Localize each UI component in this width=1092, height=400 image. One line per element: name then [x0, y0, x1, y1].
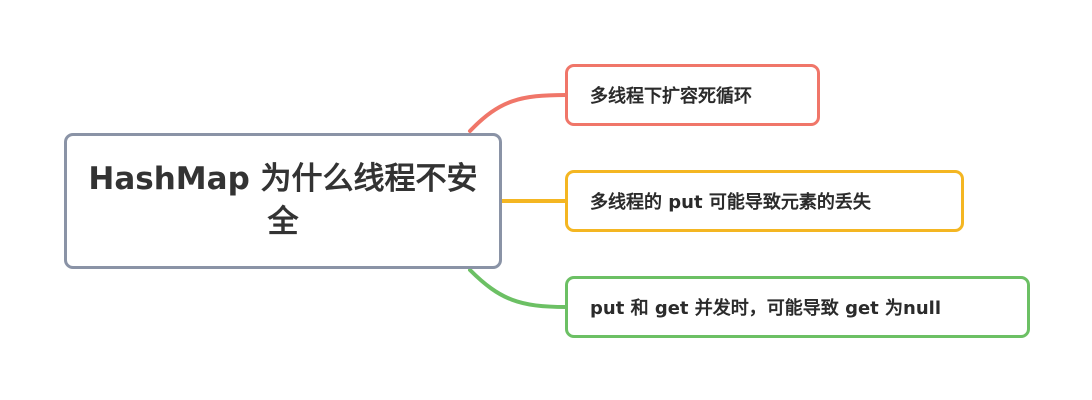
connector-branch-3 — [468, 268, 568, 309]
root-topic[interactable]: HashMap 为什么线程不安全 — [64, 133, 502, 269]
branch-topic-resize-deadloop[interactable]: 多线程下扩容死循环 — [565, 64, 820, 126]
connector-branch-1 — [468, 93, 568, 133]
root-topic-label: HashMap 为什么线程不安全 — [88, 161, 478, 240]
branch-topic-put-loss[interactable]: 多线程的 put 可能导致元素的丢失 — [565, 170, 964, 232]
branch-topic-put-get-null[interactable]: put 和 get 并发时，可能导致 get 为null — [565, 276, 1030, 338]
branch-topic-label: 多线程下扩容死循环 — [590, 86, 752, 107]
branch-topic-label: put 和 get 并发时，可能导致 get 为null — [590, 298, 941, 319]
branch-topic-label: 多线程的 put 可能导致元素的丢失 — [590, 192, 871, 213]
